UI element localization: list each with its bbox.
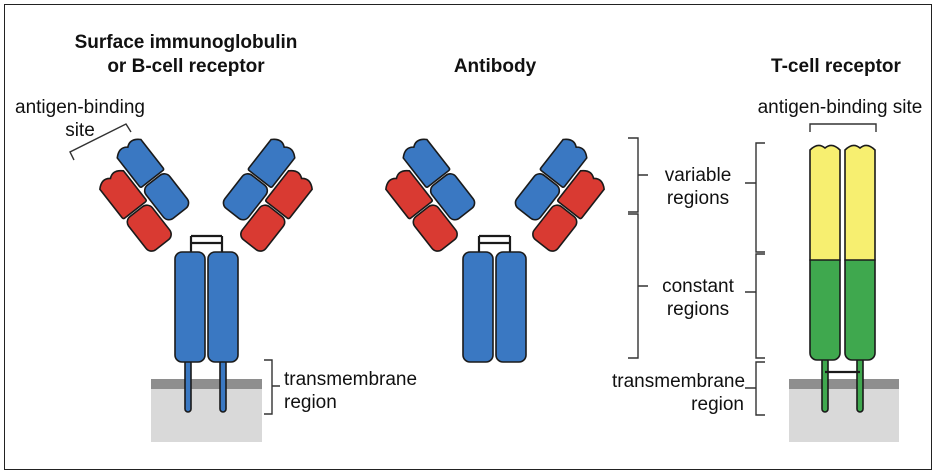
- bcell-heavy-stem-right: [207, 251, 239, 363]
- transmembrane-left-line1: transmembrane: [284, 369, 418, 390]
- constant-line2: regions: [666, 299, 730, 320]
- bcell-left-heavy-lower: [143, 173, 190, 221]
- tcell-tail-left: [821, 357, 829, 413]
- variable-bracket: [628, 137, 648, 213]
- tcell-variable-right: [844, 144, 876, 261]
- variable-line1: variable: [664, 165, 732, 186]
- tcell-constant-right: [844, 253, 876, 361]
- antibody-title: Antibody: [453, 56, 537, 77]
- antigen-binding-site-label-left: antigen-binding site: [10, 96, 150, 142]
- bcell-title-line1: Surface immunoglobulin: [74, 32, 298, 53]
- bcell-tail-right: [219, 359, 227, 413]
- bcell-right-heavy-upper: [247, 138, 296, 188]
- tcell-region-brackets: [745, 142, 765, 416]
- bcell-tail-left: [184, 359, 192, 413]
- antibody-left-heavy-lower: [429, 173, 476, 221]
- bcell-membrane-band: [151, 379, 262, 389]
- antibody-right-light-upper: [557, 169, 605, 220]
- antibody-hinge: [477, 234, 512, 252]
- antibody-heavy-stem-left: [462, 251, 494, 363]
- bcell-title: Surface immunoglobulin or B-cell recepto…: [66, 31, 306, 79]
- bcell-antigen-bracket: [69, 123, 132, 161]
- figure-frame: [4, 4, 932, 470]
- tcell-receptor: [745, 123, 877, 416]
- antigen-binding-left-line2: site: [65, 120, 95, 141]
- tcell-tail-right: [856, 357, 864, 413]
- bcell-right-light-lower: [240, 204, 286, 252]
- variable-line2: regions: [666, 188, 730, 209]
- tcell-variable-bracket: [745, 142, 765, 253]
- bcell-membrane: [151, 379, 262, 442]
- constant-line1: constant: [662, 276, 734, 297]
- bcell-receptor: [69, 123, 313, 413]
- bcell-cell-interior: [151, 388, 262, 442]
- tcell-variable-left: [809, 144, 841, 261]
- antibody-right-light-lower: [532, 204, 578, 252]
- antibody-heavy-stem-right: [495, 251, 527, 363]
- tcell-antigen-bracket: [809, 123, 877, 132]
- antibody-right-heavy-upper: [539, 138, 588, 188]
- antigen-binding-site-label-right: antigen-binding site: [757, 97, 923, 118]
- constant-bracket: [628, 213, 648, 359]
- bcell-title-line2: or B-cell receptor: [107, 56, 265, 77]
- antibody-left-light-upper: [385, 169, 433, 220]
- tcell-transmembrane-bracket: [745, 361, 765, 416]
- antibody-left-light-lower: [412, 204, 458, 252]
- tcell-membrane: [789, 379, 899, 442]
- antibody: [385, 137, 648, 363]
- transmembrane-right-line1: transmembrane: [612, 371, 746, 392]
- tcell-constant-bracket: [745, 253, 765, 359]
- antibody-region-brackets: [628, 137, 648, 359]
- bcell-heavy-stem-left: [174, 251, 206, 363]
- bcell-left-light-lower: [126, 204, 172, 252]
- bcell-left-light-upper: [99, 169, 147, 220]
- transmembrane-right-line2: region: [691, 394, 744, 415]
- tcell-membrane-band: [789, 379, 899, 389]
- bcell-transmembrane-bracket: [264, 359, 280, 415]
- antibody-left-heavy-upper: [402, 138, 451, 188]
- antibody-right-heavy-lower: [514, 173, 561, 221]
- variable-regions-label: variable regions: [650, 164, 746, 210]
- transmembrane-region-label-right: transmembrane region: [612, 370, 746, 416]
- antigen-binding-left-line1: antigen-binding: [15, 97, 145, 118]
- bcell-right-light-upper: [265, 169, 313, 220]
- constant-regions-label: constant regions: [650, 275, 746, 321]
- tcell-title: T-cell receptor: [771, 56, 901, 77]
- transmembrane-region-label-left: transmembrane region: [284, 368, 417, 414]
- transmembrane-left-line2: region: [284, 392, 337, 413]
- tcell-constant-left: [809, 253, 841, 361]
- bcell-hinge: [189, 234, 224, 252]
- bcell-left-heavy-upper: [116, 138, 165, 188]
- tcell-cell-interior: [789, 388, 899, 442]
- bcell-right-heavy-lower: [222, 173, 269, 221]
